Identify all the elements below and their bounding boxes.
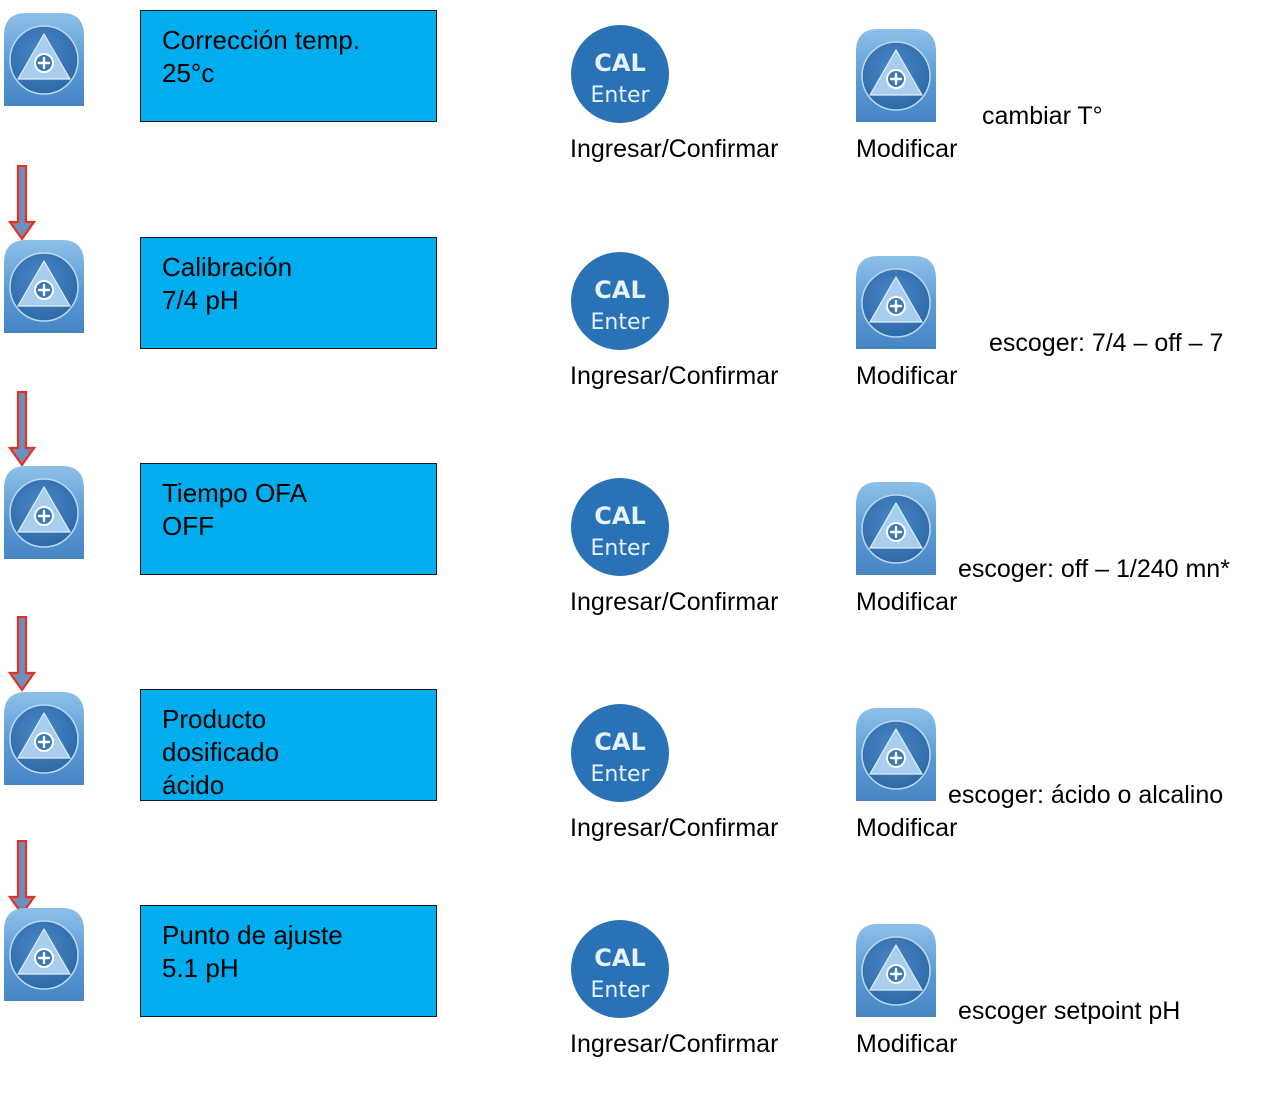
- plus-triangle-button-icon[interactable]: [856, 28, 936, 122]
- lcd-display: Tiempo OFA OFF: [140, 463, 437, 575]
- cal-enter-button-icon[interactable]: CAL Enter: [570, 24, 670, 124]
- plus-triangle-button-icon[interactable]: [4, 691, 84, 785]
- arrow-down-icon: [8, 165, 36, 241]
- modify-label: Modificar: [856, 814, 958, 842]
- display-line-1: Corrección temp.: [162, 25, 360, 55]
- confirm-label: Ingresar/Confirmar: [570, 135, 779, 163]
- cal-text: CAL: [594, 502, 645, 530]
- enter-text: Enter: [590, 83, 650, 108]
- plus-triangle-button-icon[interactable]: [856, 481, 936, 575]
- menu-step-setpoint: Punto de ajuste 5.1 pH CAL Enter Ingresa…: [0, 905, 1287, 1105]
- cal-enter-button-icon[interactable]: CAL Enter: [570, 919, 670, 1019]
- cal-text: CAL: [594, 728, 645, 756]
- plus-triangle-button-icon[interactable]: [4, 239, 84, 333]
- display-line-1: Calibración: [162, 252, 293, 282]
- option-hint: escoger: off – 1/240 mn*: [958, 555, 1230, 583]
- cal-enter-button-icon[interactable]: CAL Enter: [570, 251, 670, 351]
- plus-triangle-button-icon[interactable]: [856, 923, 936, 1017]
- modify-label: Modificar: [856, 135, 958, 163]
- option-hint: cambiar T°: [982, 102, 1103, 130]
- lcd-display: Corrección temp. 25°c: [140, 10, 437, 122]
- cal-text: CAL: [594, 49, 645, 77]
- confirm-label: Ingresar/Confirmar: [570, 588, 779, 616]
- arrow-down-icon: [8, 616, 36, 692]
- enter-text: Enter: [590, 762, 650, 787]
- display-line-1: Punto de ajuste: [162, 920, 343, 950]
- display-line-1: Tiempo OFA: [162, 478, 307, 508]
- menu-step-ofa-time: Tiempo OFA OFF CAL Enter Ingresar/Confir…: [0, 463, 1287, 663]
- option-hint: escoger: 7/4 – off – 7: [989, 329, 1224, 357]
- cal-enter-button-icon[interactable]: CAL Enter: [570, 703, 670, 803]
- plus-triangle-button-icon[interactable]: [4, 907, 84, 1001]
- modify-label: Modificar: [856, 588, 958, 616]
- display-line-2: dosificado: [162, 737, 280, 767]
- confirm-label: Ingresar/Confirmar: [570, 814, 779, 842]
- plus-triangle-button-icon[interactable]: [4, 465, 84, 559]
- display-line-1: Producto: [162, 704, 267, 734]
- confirm-label: Ingresar/Confirmar: [570, 362, 779, 390]
- menu-step-dosed-product: Producto dosificado ácido CAL Enter Ingr…: [0, 689, 1287, 889]
- confirm-label: Ingresar/Confirmar: [570, 1030, 779, 1058]
- display-line-2: 5.1 pH: [162, 953, 239, 983]
- plus-triangle-button-icon[interactable]: [856, 255, 936, 349]
- enter-text: Enter: [590, 310, 650, 335]
- arrow-down-icon: [8, 391, 36, 467]
- lcd-display: Punto de ajuste 5.1 pH: [140, 905, 437, 1017]
- enter-text: Enter: [590, 978, 650, 1003]
- display-line-2: 7/4 pH: [162, 285, 239, 315]
- enter-text: Enter: [590, 536, 650, 561]
- option-hint: escoger setpoint pH: [958, 997, 1181, 1025]
- cal-text: CAL: [594, 944, 645, 972]
- arrow-down-icon: [8, 840, 36, 916]
- plus-triangle-button-icon[interactable]: [856, 707, 936, 801]
- display-line-2: OFF: [162, 511, 214, 541]
- menu-step-temp-correction: Corrección temp. 25°c CAL Enter Ingresar…: [0, 10, 1287, 210]
- display-line-2: 25°c: [162, 58, 215, 88]
- lcd-display: Producto dosificado ácido: [140, 689, 437, 801]
- cal-text: CAL: [594, 276, 645, 304]
- lcd-display: Calibración 7/4 pH: [140, 237, 437, 349]
- option-hint: escoger: ácido o alcalino: [948, 781, 1224, 809]
- menu-step-calibration: Calibración 7/4 pH CAL Enter Ingresar/Co…: [0, 237, 1287, 437]
- display-line-3: ácido: [162, 770, 225, 800]
- modify-label: Modificar: [856, 1030, 958, 1058]
- modify-label: Modificar: [856, 362, 958, 390]
- cal-enter-button-icon[interactable]: CAL Enter: [570, 477, 670, 577]
- plus-triangle-button-icon[interactable]: [4, 12, 84, 106]
